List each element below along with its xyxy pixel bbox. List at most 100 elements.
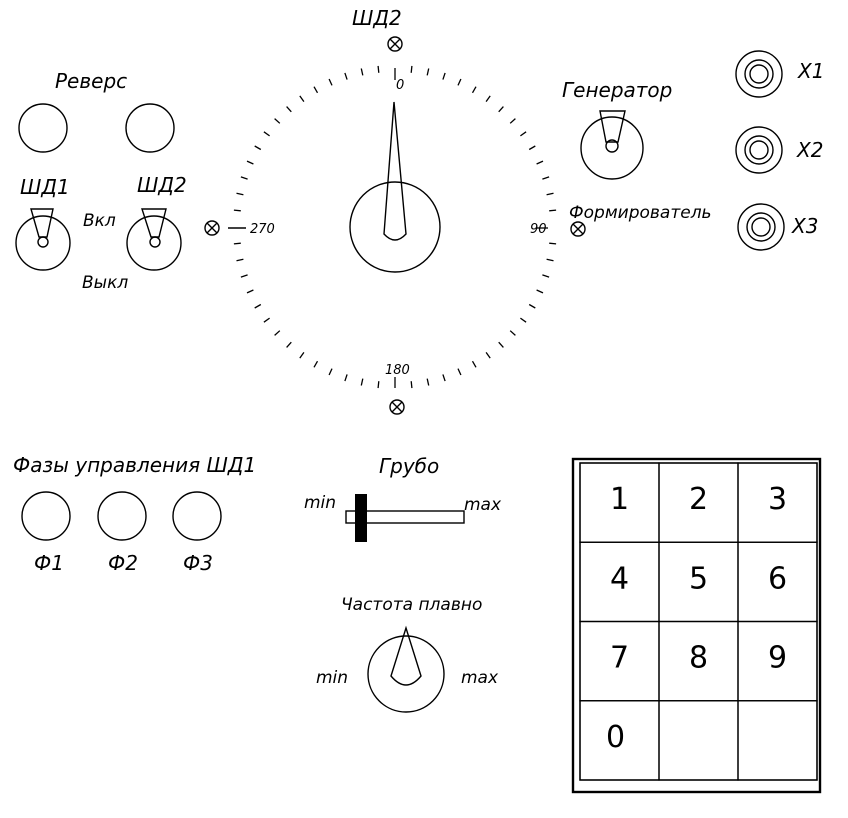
dial-tick <box>442 374 446 382</box>
dial-tick <box>377 65 380 73</box>
keypad-key-1[interactable]: 1 <box>579 462 660 543</box>
coarse-slider[interactable] <box>345 494 465 542</box>
reverse-title: Реверс <box>55 69 127 93</box>
dial-tick <box>328 368 333 376</box>
dial-tick <box>233 242 241 245</box>
sd1-label: ШД1 <box>20 175 70 199</box>
keypad-key-3[interactable]: 3 <box>737 462 818 543</box>
keypad-key-0[interactable]: 0 <box>579 700 660 781</box>
keypad-key-label: 0 <box>606 720 625 755</box>
dial-left-screw-icon <box>204 220 220 236</box>
dial-tick <box>299 352 305 359</box>
reverse-indicator-left <box>18 103 68 153</box>
dial-tick <box>236 192 244 196</box>
dial-tick <box>485 352 491 359</box>
sd1-toggle-switch[interactable] <box>15 208 71 271</box>
on-label: Вкл <box>83 211 116 231</box>
keypad-key-4[interactable]: 4 <box>579 541 660 623</box>
dial-tick <box>520 317 527 323</box>
keypad-key-label: 2 <box>689 482 708 517</box>
coarse-slider-track <box>345 510 465 524</box>
dial-tick <box>254 145 262 151</box>
coarse-max-label: max <box>464 495 502 515</box>
dial-tick <box>246 289 254 294</box>
keypad-key-blank[interactable] <box>737 700 818 781</box>
keypad-key-label: 3 <box>768 482 787 517</box>
phase-indicator-f2 <box>97 491 147 541</box>
dial-tick <box>360 68 364 76</box>
dial-top-screw-icon <box>387 36 403 52</box>
keypad-key-8[interactable]: 8 <box>658 620 739 702</box>
keypad-key-2[interactable]: 2 <box>658 462 739 543</box>
keypad-key-blank[interactable] <box>658 700 739 781</box>
dial-tick <box>498 341 504 348</box>
dial-tick <box>299 95 305 102</box>
dial-tick <box>328 78 333 86</box>
dial-label-180: 180 <box>385 363 410 378</box>
dial-label-270: 270 <box>250 222 275 237</box>
dial-tick <box>286 341 292 348</box>
keypad-key-label: 9 <box>768 641 787 676</box>
dial-tick <box>263 131 270 137</box>
dial-tick <box>485 95 491 102</box>
keypad-key-6[interactable]: 6 <box>737 541 818 623</box>
socket-x2-label: X2 <box>796 138 823 162</box>
socket-x3[interactable] <box>737 203 785 251</box>
dial-tick <box>457 78 462 86</box>
phase-label-f1: Ф1 <box>34 551 64 575</box>
keypad-key-9[interactable]: 9 <box>737 620 818 702</box>
off-label: Выкл <box>82 273 128 293</box>
dial-tick <box>274 118 281 124</box>
dial-hub[interactable] <box>349 101 441 273</box>
dial-tick <box>471 86 477 94</box>
dial-tick <box>528 303 536 309</box>
dial-tick <box>549 209 557 212</box>
dial-tick <box>536 289 544 294</box>
dial-tick <box>509 118 516 124</box>
sd2-toggle-switch[interactable] <box>126 208 182 271</box>
dial-tick <box>536 160 544 165</box>
phase-indicator-f3 <box>172 491 222 541</box>
fine-max-label: max <box>461 668 499 688</box>
dial-tick <box>549 242 557 245</box>
generator-toggle-switch[interactable] <box>580 110 644 180</box>
dial-bottom-screw-icon <box>389 399 405 415</box>
dial-tick <box>313 360 319 368</box>
socket-x1[interactable] <box>735 50 783 98</box>
phase-label-f3: Ф3 <box>183 551 213 575</box>
dial-tick <box>426 68 430 76</box>
dial-tick <box>520 131 527 137</box>
dial-tick <box>410 381 413 389</box>
coarse-min-label: min <box>304 493 336 513</box>
coarse-slider-handle[interactable] <box>355 494 367 542</box>
dial-tick <box>546 192 554 196</box>
dial-tick <box>442 72 446 80</box>
dial-tick <box>313 86 319 94</box>
socket-x1-label: X1 <box>797 59 824 83</box>
dial-tick <box>377 381 380 389</box>
fine-title: Частота плавно <box>341 595 482 615</box>
dial-label-90: 90 <box>530 222 547 237</box>
dial-tick <box>286 106 292 113</box>
dial-tick <box>509 330 516 336</box>
socket-x2[interactable] <box>735 126 783 174</box>
reverse-indicator-right <box>125 103 175 153</box>
dial-tick <box>498 106 504 113</box>
socket-x3-label: X3 <box>791 214 818 238</box>
keypad-key-7[interactable]: 7 <box>579 620 660 702</box>
shaper-label: Формирователь <box>569 203 712 223</box>
dial-tick <box>546 258 554 262</box>
keypad-key-label: 6 <box>768 561 787 596</box>
dial-right-screw-icon <box>570 221 586 237</box>
fine-frequency-knob[interactable] <box>367 625 445 713</box>
generator-label: Генератор <box>562 78 672 102</box>
keypad-key-5[interactable]: 5 <box>658 541 739 623</box>
dial-tick <box>246 160 254 165</box>
dial-tick <box>426 378 430 386</box>
dial-tick <box>410 65 413 73</box>
dial-tick <box>542 176 550 180</box>
keypad-key-label: 7 <box>610 641 629 676</box>
dial-tick <box>542 274 550 278</box>
